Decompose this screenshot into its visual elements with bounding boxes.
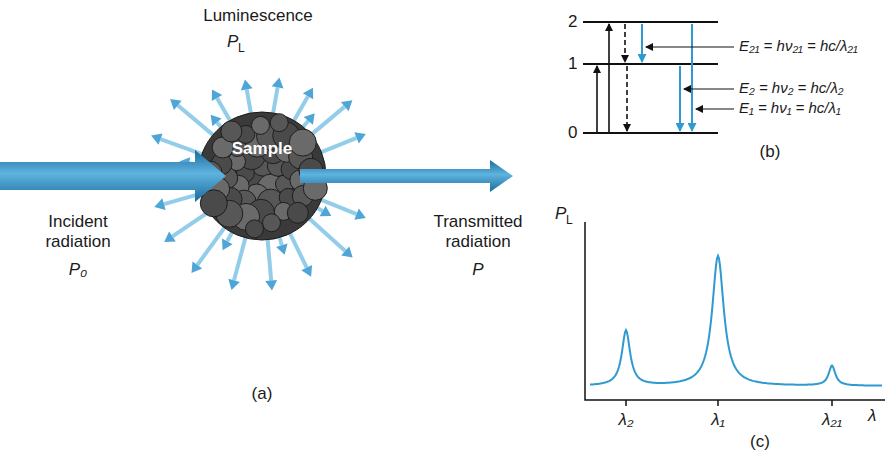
ray-head — [228, 279, 240, 290]
axis-label: λ — [868, 406, 876, 426]
energy-levels — [583, 22, 718, 133]
grain — [221, 121, 242, 142]
ray-head — [341, 247, 353, 258]
panel-label: (a) — [237, 384, 287, 404]
luminescence-label: Luminescence — [188, 6, 328, 26]
energy-equation: E₂₁ = hν₂₁ = hc/λ₂₁ — [739, 37, 858, 54]
incident-label: Incident radiation — [23, 212, 133, 251]
wavelength-label: λ₂ — [606, 410, 646, 430]
sample-text: Sample — [212, 139, 312, 159]
transition-arrows — [597, 24, 692, 132]
emission-spectrum — [590, 256, 882, 386]
axis-label: P — [555, 204, 566, 224]
sample-particle-label: Sample — [212, 139, 312, 159]
ray-head — [272, 78, 284, 89]
ray-head — [192, 262, 203, 274]
wavelength-label: λ₂₁ — [809, 410, 855, 430]
energy-equation: E₁ = hν₁ = hc/λ₁ — [739, 99, 841, 116]
ray-head — [276, 244, 288, 255]
grain — [289, 129, 316, 156]
axis-subscript: L — [566, 214, 573, 228]
incident-power: P₀ — [48, 260, 108, 280]
level-number: 1 — [568, 54, 577, 74]
ray-head — [212, 89, 222, 101]
grain — [246, 220, 264, 238]
transmitted-power: P — [458, 260, 498, 280]
ray-head — [320, 206, 332, 216]
ray-head — [241, 80, 253, 91]
grain — [270, 114, 288, 132]
ray-head — [164, 231, 176, 242]
energy-equation: E₂ = hν₂ = hc/λ₂ — [739, 79, 844, 96]
grain — [252, 116, 270, 134]
panel-label: (c) — [735, 432, 785, 452]
ray-head — [265, 280, 277, 291]
panel-label: (b) — [745, 142, 795, 162]
level-number: 0 — [568, 123, 577, 143]
ray-head — [354, 209, 366, 220]
ray-head — [151, 133, 163, 144]
ray-head — [303, 88, 313, 100]
power-symbol: P — [227, 32, 238, 52]
ray-head — [354, 132, 366, 143]
ray-head — [304, 113, 315, 125]
leader-lines — [646, 47, 734, 109]
grain — [287, 202, 308, 223]
ray-head — [301, 265, 312, 277]
ray-head — [170, 99, 182, 110]
transmitted-beam — [300, 160, 513, 192]
level-number: 2 — [568, 12, 577, 32]
incident-beam — [0, 150, 226, 202]
power-subscript: L — [238, 42, 245, 56]
ray-head — [211, 115, 222, 127]
ray-head — [341, 100, 353, 111]
ray-head — [154, 198, 165, 210]
grain — [263, 214, 281, 232]
wavelength-label: λ₁ — [698, 410, 738, 430]
transmitted-label: Transmitted radiation — [418, 212, 538, 251]
spectrum-axes — [585, 222, 885, 406]
ray-head — [222, 239, 233, 251]
